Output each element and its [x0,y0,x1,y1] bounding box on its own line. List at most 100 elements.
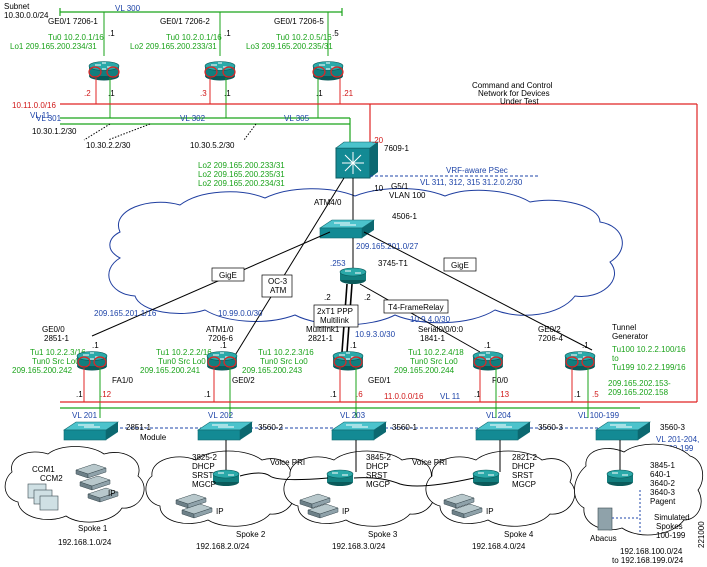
edge-7206-6-ring [207,356,221,368]
spoke-router-2-l3: SRST [192,471,213,480]
dotted-link-c [243,123,257,141]
atm40-label: ATM4/0 [314,198,342,207]
simulated-line-1: Simulated [654,513,690,522]
gige-left-box [211,267,245,282]
switch-3560-3-icon [475,421,531,441]
router-7206-5-ring [312,66,326,78]
core-loopback-3: Lo2 209.165.200.234/31 [198,179,285,188]
router-7206-2-ring-2 [222,66,236,78]
core-loopback-2: Lo2 209.165.200.235/31 [198,170,285,179]
edge-2851-1-rbot: .12 [100,390,112,399]
edge-7206-4-rbot: .5 [592,390,599,399]
router-7206-5-loopback: Lo3 209.165.200.235/31 [246,42,333,51]
spoke-1-net: 192.168.1.0/24 [58,538,112,547]
tunnel-gen-to: to [612,354,619,363]
router-7206-5-name: GE0/1 7206-5 [274,17,324,26]
router-7206-1-port-right: .1 [108,89,115,98]
gige-left-label: GigE [219,271,237,280]
vl11-bottom-label: VL 11 [440,392,461,401]
router-7206-2-dot: .1 [224,29,231,38]
router-7206-2-name: GE0/1 7206-2 [160,17,210,26]
voice-pri-link-b [353,477,475,487]
switch-4506-1-name: 4506-1 [392,212,417,221]
tunnel-gen-net-2: 209.165.202.158 [608,388,669,397]
abacus-list-4: 3640-3 [650,488,675,497]
edge-1841-1-lbot: .1 [474,390,481,399]
dotted-link-a [83,123,111,141]
switch-4506-1-icon [319,219,375,239]
router-7206-1-loopback: Lo1 209.165.200.234/31 [10,42,97,51]
router-7206-5-dot: .5 [332,29,339,38]
gige-right-box [443,257,477,272]
edge-2851-1-dot: .1 [92,341,99,350]
edge-7206-4-h2: 7206-4 [538,334,563,343]
spoke-router-4-l3: SRST [512,471,533,480]
core-vlan100: VLAN 100 [389,191,426,200]
router-3745-name: 3745-T1 [378,259,408,268]
spoke-router-3-l4: MGCP [366,480,390,489]
router-7206-4-icon [564,350,596,372]
router-7206-5-ring-2 [330,66,344,78]
edge-7206-4-lbot: .1 [574,390,581,399]
vl302-label: VL 302 [180,114,206,123]
router-7206-1-icon [88,60,120,82]
edge-2821-1-lbot: .1 [330,390,337,399]
router-3845-2-icon [326,469,354,487]
router-7206-1-dot: .1 [108,29,115,38]
vl100-199-label: VL 100-199 [578,411,620,420]
edge-2851-1-h2: 2851-1 [44,334,69,343]
spoke-router-4-l1: 2821-2 [512,453,537,462]
gige-right-label: GigE [451,261,469,270]
oc3-line-2: ATM [270,286,287,295]
edge-7206-6-ip: 209.165.200.241 [140,366,201,375]
router-3825-2-icon [212,469,240,487]
router-7206-2-port-left: .3 [200,89,207,98]
tunnel-gen-net-1: 209.165.202.153- [608,379,671,388]
core-port-10: .10 [372,184,384,193]
t4-label: T4-FrameRelay [388,303,444,312]
edge-2821-1-src: Tun0 Src Lo0 [260,357,308,366]
spoke-router-2-l1: 3825-2 [192,453,217,462]
router-7206-5-port-left: .1 [316,89,323,98]
link-gige-right [363,231,593,351]
spoke-router-3-l1: 3845-2 [366,453,391,462]
vl11-top-label: VL 11 [30,111,51,120]
edge-2821-1-rbot: .6 [356,390,363,399]
router-3745-port-right: .2 [364,293,371,302]
edge-7206-6-dot: .1 [220,341,227,350]
abacus-name: Abacus [590,534,617,543]
voice-pri-link-a [239,472,329,481]
edge-7206-6-ring-2 [223,356,237,368]
tunnel-gen-tu100: Tu100 10.2.2.100/16 [612,345,686,354]
ip-tag: IP [108,489,116,498]
edge-1841-1-port: F0/0 [492,376,509,385]
edge-2851-1-ring [77,356,91,368]
cc-label-line-1: Command and Control [472,81,553,90]
edge-2851-1-port: FA1/0 [112,376,133,385]
edge-1841-1-tunnel: Tu1 10.2.2.4/18 [408,348,464,357]
router-7206-2-tunnel: Tu0 10.2.0.1/16 [166,33,222,42]
subnet-value: 10.30.0.0/24 [4,11,49,20]
router-2821-1-icon [332,350,364,372]
edge-2821-1-ring-2 [349,356,363,368]
spoke-4-name: Spoke 4 [504,530,534,539]
edge-1841-1-h1: Serial0/0/0:0 [418,325,463,334]
router-7206-1-name: GE0/1 7206-1 [48,17,98,26]
edge-7206-6-tunnel: Tu1 10.2.2.2/16 [156,348,212,357]
edge-1841-1-ring [473,356,487,368]
spoke-1-cloud [4,446,145,523]
abacus-net-2: to 192.168.199.0/24 [612,556,684,565]
edge-7206-4-ring [565,356,579,368]
edge-1841-1-rbot: .13 [498,390,510,399]
core-g5: G5/1 [391,182,409,191]
edge-1841-1-src: Tun0 Src Lo0 [410,357,458,366]
router-7206-5-port-right: .21 [342,89,354,98]
spoke-router-2-l4: MGCP [192,480,216,489]
vl300-label: VL 300 [115,4,141,13]
abacus-net-1: 192.168.100.0/24 [620,547,683,556]
edge-2821-1-ring [333,356,347,368]
edge-1841-1-dot: .1 [484,341,491,350]
subnet-heading: Subnet [4,2,30,11]
mgmt-net-label: 10.11.0.0/16 [12,101,56,110]
